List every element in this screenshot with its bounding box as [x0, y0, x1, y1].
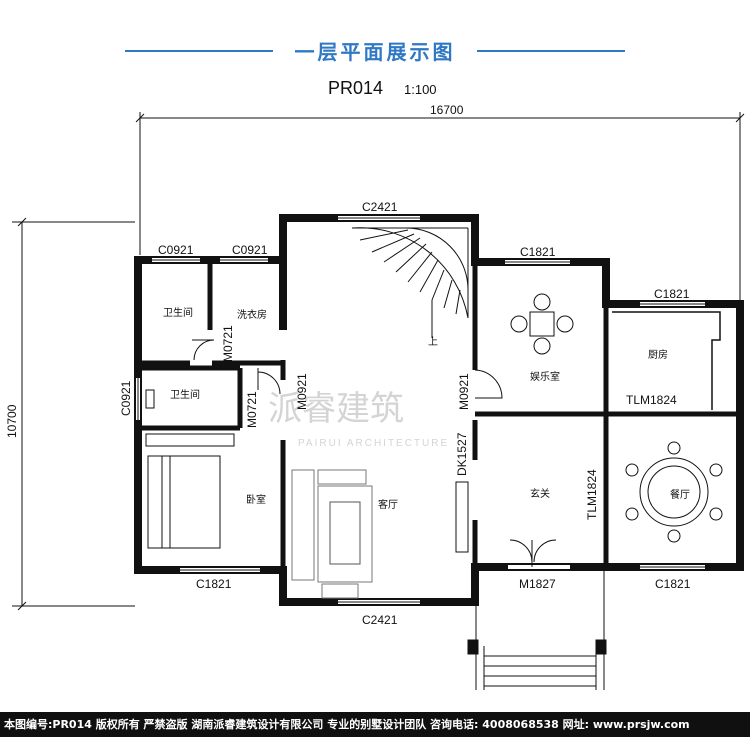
watermark-sub: PAIRUI ARCHITECTURE — [298, 438, 449, 449]
room-label-bath1: 卫生间 — [163, 306, 193, 319]
bed — [145, 433, 235, 549]
opening-m0921-b: M0921 — [457, 373, 471, 410]
opening-m1827: M1827 — [519, 577, 556, 591]
opening-c1821-dining: C1821 — [655, 577, 691, 591]
staircase — [351, 227, 469, 338]
opening-m0721-a: M0721 — [221, 325, 235, 362]
room-label-kitchen: 厨房 — [648, 348, 668, 361]
plan-code: PR014 — [328, 78, 384, 98]
room-label-bedroom: 卧室 — [246, 493, 266, 506]
plan-scale: 1:100 — [404, 82, 437, 97]
opening-c2421-top: C2421 — [362, 200, 398, 214]
opening-dk1527: DK1527 — [455, 432, 469, 476]
opening-c0921-a: C0921 — [158, 243, 194, 257]
opening-m0721-b: M0721 — [245, 391, 259, 428]
dimension-height: 10700 — [5, 404, 19, 438]
dining-table — [625, 441, 723, 543]
kitchen-counter — [612, 311, 721, 410]
opening-c2421-bottom: C2421 — [362, 613, 398, 627]
opening-tlm1824-a: TLM1824 — [626, 393, 677, 407]
tv-cabinet — [455, 481, 469, 553]
watermark-name: 派睿建筑 — [268, 389, 404, 429]
title-rule-left — [125, 50, 273, 52]
page-title: 一层平面展示图 — [294, 40, 456, 64]
floor-plan: 16700 10700 — [5, 103, 745, 690]
room-label-living: 客厅 — [378, 498, 398, 511]
room-label-dining: 餐厅 — [670, 488, 690, 501]
game-table — [510, 293, 574, 355]
door-swings — [192, 339, 557, 567]
room-label-bath2: 卫生间 — [170, 388, 200, 401]
room-label-laundry: 洗衣房 — [237, 308, 267, 321]
room-label-entertainment: 娱乐室 — [530, 370, 560, 383]
opening-c1821-bedroom: C1821 — [196, 577, 232, 591]
room-label-foyer: 玄关 — [530, 487, 550, 500]
dimension-width: 16700 — [430, 103, 464, 117]
opening-c1821-entertainment: C1821 — [520, 245, 556, 259]
opening-c0921-left: C0921 — [119, 380, 133, 416]
title-rule-right — [477, 50, 625, 52]
entrance-porch — [467, 567, 607, 690]
interior-walls — [138, 260, 740, 570]
stair-up-label: 上 — [428, 336, 438, 348]
dimension-lines — [12, 112, 745, 611]
windows — [136, 216, 705, 604]
sofa-set — [291, 469, 373, 599]
footer-bar: 本图编号:PR014 版权所有 严禁盗版 湖南派睿建筑设计有限公司 专业的别墅设… — [0, 712, 750, 737]
window-glass — [137, 217, 705, 603]
opening-c1821-kitchen: C1821 — [654, 287, 690, 301]
bath-fixtures — [145, 389, 155, 409]
opening-m0921-a: M0921 — [295, 373, 309, 410]
exterior-walls — [134, 214, 744, 606]
opening-tlm1824-b: TLM1824 — [585, 469, 599, 520]
opening-c0921-b: C0921 — [232, 243, 268, 257]
